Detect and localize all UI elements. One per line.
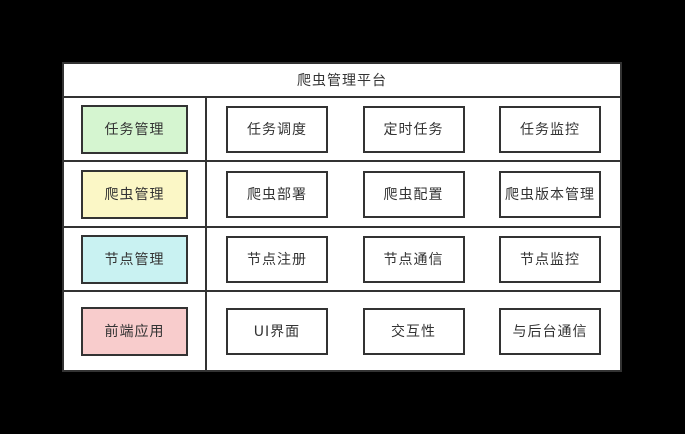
row-frontend-application: 前端应用 UI界面 交互性 与后台通信 [64,292,620,370]
category-box-spider-management: 爬虫管理 [81,169,188,219]
row-spider-management: 爬虫管理 爬虫部署 爬虫配置 爬虫版本管理 [64,162,620,228]
row-node-management: 节点管理 节点注册 节点通信 节点监控 [64,228,620,292]
category-cell: 节点管理 [64,228,207,290]
category-box-frontend-application: 前端应用 [81,306,188,356]
category-box-node-management: 节点管理 [81,234,188,284]
category-box-task-management: 任务管理 [81,104,188,154]
item-box-node-monitoring: 节点监控 [499,235,601,283]
item-box-spider-configuration: 爬虫配置 [362,170,465,218]
crawler-platform-diagram: 爬虫管理平台 任务管理 任务调度 定时任务 任务监控 爬虫管理 爬虫部署 爬虫配… [62,62,622,372]
item-box-node-communication: 节点通信 [362,235,465,283]
item-box-spider-version-management: 爬虫版本管理 [499,170,601,218]
category-cell: 前端应用 [64,292,207,370]
item-box-interactivity: 交互性 [362,307,465,355]
items-cell: 任务调度 定时任务 任务监控 [207,98,620,160]
item-box-backend-communication: 与后台通信 [499,307,601,355]
items-cell: 爬虫部署 爬虫配置 爬虫版本管理 [207,162,620,226]
category-cell: 爬虫管理 [64,162,207,226]
item-box-ui-interface: UI界面 [226,307,328,355]
item-box-spider-deployment: 爬虫部署 [226,170,328,218]
items-cell: UI界面 交互性 与后台通信 [207,292,620,370]
item-box-cron-task: 定时任务 [362,105,465,153]
item-box-task-scheduling: 任务调度 [226,105,328,153]
row-task-management: 任务管理 任务调度 定时任务 任务监控 [64,98,620,162]
diagram-title: 爬虫管理平台 [64,64,620,98]
item-box-node-registration: 节点注册 [226,235,328,283]
items-cell: 节点注册 节点通信 节点监控 [207,228,620,290]
category-cell: 任务管理 [64,98,207,160]
item-box-task-monitoring: 任务监控 [499,105,601,153]
